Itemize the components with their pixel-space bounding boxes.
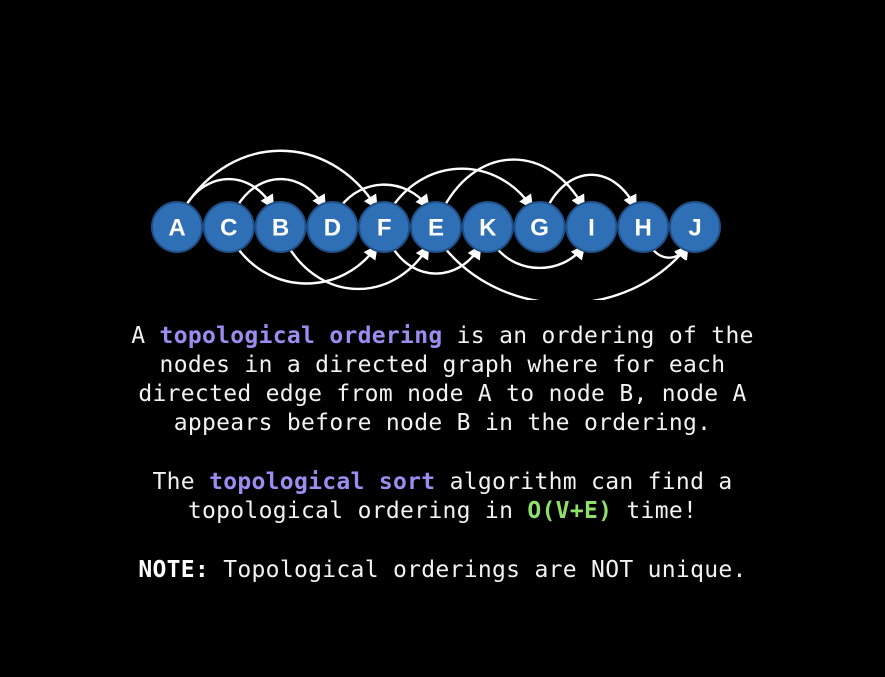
node-k: K — [461, 201, 514, 253]
edge-e-i — [442, 158, 585, 210]
algorithm-line-2: topological ordering in O(V+E) time! — [0, 497, 885, 526]
algorithm-line-1-end: algorithm can find a — [435, 469, 733, 495]
node-g: G — [513, 201, 566, 253]
node-circle — [410, 201, 462, 253]
node-circle — [565, 201, 618, 253]
node-label: I — [588, 215, 595, 242]
node-circle — [306, 201, 359, 253]
definition-line-3: directed edge from node A to node B, nod… — [138, 381, 747, 407]
edge-d-e — [339, 183, 430, 210]
node-circle — [202, 201, 255, 253]
node-j: J — [669, 201, 721, 253]
edge-c-f — [235, 244, 378, 285]
node-label: E — [428, 215, 444, 242]
node-circle — [254, 201, 307, 253]
definition-line-1-end: is an ordering of the — [442, 323, 754, 349]
edge-k-i — [494, 244, 586, 269]
node-h: H — [617, 201, 670, 253]
node-c: C — [202, 201, 255, 253]
note-line: NOTE: Topological orderings are NOT uniq… — [0, 556, 885, 585]
algorithm-paragraph: The topological sort algorithm can find … — [0, 468, 885, 526]
note-text: Topological orderings are NOT unique. — [209, 557, 747, 583]
node-label: K — [479, 215, 497, 242]
definition-line-1-start: A — [131, 323, 160, 349]
node-d: D — [306, 201, 359, 253]
node-label: F — [377, 215, 392, 242]
algorithm-line-2-start: topological ordering in — [187, 498, 528, 524]
edge-c-d — [235, 177, 326, 210]
node-f: F — [358, 201, 411, 253]
edge-a-f — [183, 149, 378, 210]
node-label: B — [272, 215, 289, 242]
edge-e-j — [443, 244, 689, 300]
node-label: C — [220, 215, 237, 242]
definition-line-2: nodes in a directed graph where for each — [159, 352, 726, 378]
algorithm-line-1-start: The — [152, 469, 210, 495]
node-circle — [358, 201, 411, 253]
edge-b-e — [287, 244, 430, 290]
node-circle — [151, 201, 203, 253]
node-label: H — [635, 215, 652, 242]
node-circle — [669, 201, 721, 253]
time-complexity: O(V+E) — [527, 498, 613, 524]
algorithm-line-2-end: time! — [612, 498, 698, 524]
edge-f-g — [391, 167, 534, 210]
node-e: E — [410, 201, 462, 253]
node-label: D — [324, 215, 341, 242]
term-topological-sort: topological sort — [209, 469, 436, 495]
term-topological-ordering: topological ordering — [159, 323, 443, 349]
edge-g-h — [546, 173, 637, 210]
node-circle — [513, 201, 566, 253]
node-i: I — [565, 201, 618, 253]
node-label: G — [530, 215, 549, 242]
edge-f-k — [391, 244, 482, 275]
definition-line-1: A topological ordering is an ordering of… — [0, 322, 885, 351]
note-label: NOTE: — [138, 557, 210, 583]
node-label: A — [168, 215, 185, 242]
definition-line-4: appears before node B in the ordering. — [173, 410, 712, 436]
node-label: J — [688, 215, 701, 242]
definition-paragraph: A topological ordering is an ordering of… — [0, 322, 885, 438]
node-circle — [461, 201, 514, 253]
algorithm-line-1: The topological sort algorithm can find … — [0, 468, 885, 497]
node-b: B — [254, 201, 307, 253]
node-a: A — [151, 201, 203, 253]
node-circle — [617, 201, 670, 253]
